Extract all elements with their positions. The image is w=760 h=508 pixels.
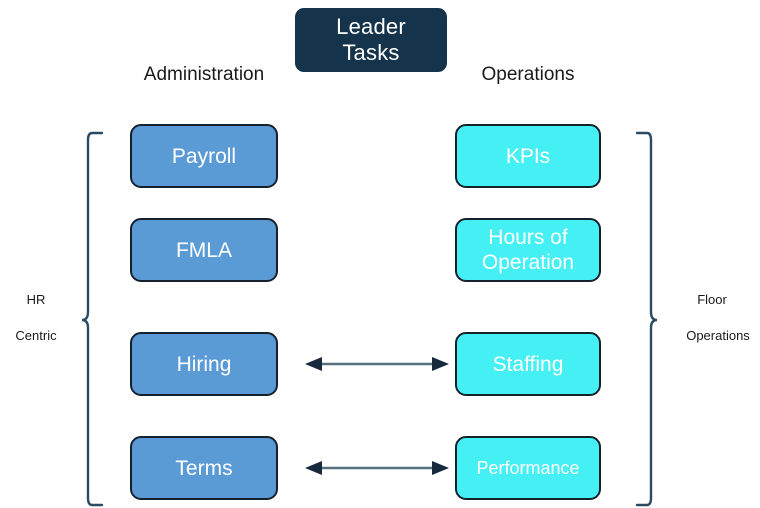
- title-line-1: Leader: [336, 14, 406, 39]
- task-box-performance[interactable]: Performance: [455, 436, 601, 500]
- arrow-hiring-staffing: [305, 357, 449, 371]
- right-bracket-label-line-1: Floor: [697, 292, 727, 307]
- column-header-administration: Administration: [143, 64, 265, 85]
- task-box-staffing[interactable]: Staffing: [455, 332, 601, 396]
- right-bracket-floor-operations: [635, 131, 658, 507]
- task-box-terms[interactable]: Terms: [130, 436, 278, 500]
- task-box-kpis[interactable]: KPIs: [455, 124, 601, 188]
- hours-label-line-2: Operation: [481, 251, 575, 274]
- right-bracket-label-line-2: Operations: [686, 328, 750, 343]
- left-bracket-label-line-2: Centric: [15, 328, 57, 343]
- hours-label-line-1: Hours of: [488, 226, 568, 249]
- column-header-operations: Operations: [481, 64, 575, 85]
- leader-tasks-title-box: Leader Tasks: [295, 8, 447, 72]
- left-bracket-label-line-1: HR: [26, 292, 46, 307]
- left-bracket-hr-centric: [81, 131, 104, 507]
- task-box-hiring[interactable]: Hiring: [130, 332, 278, 396]
- title-line-2: Tasks: [342, 40, 400, 65]
- arrow-terms-performance: [305, 461, 449, 475]
- task-box-payroll[interactable]: Payroll: [130, 124, 278, 188]
- task-box-hours-of-operation[interactable]: Hours of Operation: [455, 218, 601, 282]
- task-box-fmla[interactable]: FMLA: [130, 218, 278, 282]
